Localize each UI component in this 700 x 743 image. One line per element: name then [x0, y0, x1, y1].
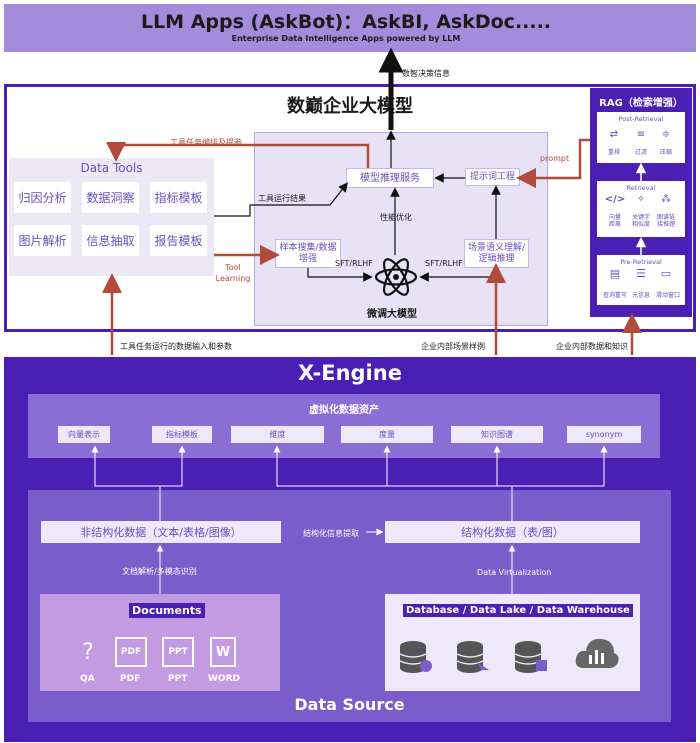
filter-icon: ≡ [636, 129, 646, 140]
tool-info-extract: 信息抽取 [82, 225, 139, 256]
sliding-window-label: 滑动窗口 [655, 292, 680, 299]
metadata-label: 元信息 [631, 292, 650, 299]
filter-label: 过滤 [634, 149, 647, 156]
tool-insight: 数据洞察 [82, 182, 139, 213]
data-virtualization-label: Data Virtualization [477, 568, 552, 577]
data-tools-title: Data Tools [80, 161, 143, 175]
code-icon: </> [604, 194, 626, 205]
shuffle-icon: ⇄ [609, 129, 619, 140]
sft-right-label: SFT/RLHF [425, 259, 463, 268]
tool-metric-template: 指标模板 [150, 182, 207, 213]
document-icon: ▤ [609, 267, 621, 280]
chip-dimension: 维度 [231, 426, 324, 443]
inference-service-box: 模型推理服务 [346, 168, 434, 188]
pre-retrieval-title: Pre-Retrieval [620, 258, 662, 266]
pre-retrieval-box [597, 255, 685, 305]
pdf-label: PDF [120, 674, 141, 684]
retrieval-title: Retrieval [626, 184, 656, 192]
ppt-file-icon: PPT [162, 637, 194, 667]
stack-icon: ☰ [636, 267, 646, 280]
perf-label: 性能优化 [380, 213, 412, 222]
tool-learning-label: Tool Learning [215, 263, 251, 283]
sft-left-label: SFT/RLHF [335, 259, 373, 268]
apps-subtitle: Enterprise Data Intelligence Apps powere… [231, 34, 461, 43]
tool-report-template: 报告模板 [150, 225, 207, 256]
apps-title: LLM Apps (AskBot)：AskBI, AskDoc..... [140, 11, 552, 33]
retrieval-box [597, 181, 685, 237]
rag-title: RAG（检索增强） [599, 98, 683, 109]
compress-label: 压缩 [659, 149, 672, 156]
finetune-label: 微调大模型 [367, 309, 417, 320]
prompt-label: prompt [540, 154, 570, 163]
data-source-title: Data Source [294, 695, 405, 714]
database-icon [398, 640, 434, 678]
decision-info-label: 数智决策信息 [402, 69, 450, 78]
data-tools-panel [9, 158, 214, 276]
post-retrieval-box [597, 112, 685, 163]
doc-parse-label: 文档解析/多模态识别 [122, 567, 197, 576]
chip-synonym: synonym [567, 426, 641, 443]
atom-icon [374, 255, 418, 299]
tool-result-label: 工具运行结果 [258, 194, 306, 203]
scenario-sample-label: 企业内部场景样例 [421, 342, 485, 351]
top-banner [4, 4, 696, 52]
unstructured-data-bar: 非结构化数据（文本/表格/图像） [41, 521, 281, 543]
word-file-icon: W [210, 637, 236, 667]
ppt-label: PPT [168, 674, 188, 684]
magic-icon: ✧ [636, 194, 646, 205]
documents-title: Documents [129, 603, 205, 618]
enterprise-knowledge-label: 企业内部数据和知识 [556, 342, 628, 351]
chip-vector: 向量表示 [58, 426, 110, 443]
tool-attribution: 归因分析 [14, 182, 71, 213]
graph-icon: ⁂ [661, 194, 671, 205]
vector-distance-label: 向量 距离 [608, 214, 621, 228]
chip-measure: 度量 [341, 426, 433, 443]
compress-icon: ≑ [661, 129, 671, 140]
query-rewrite-label: 查询重写 [602, 292, 627, 299]
chip-knowledge-graph: 知识图谱 [451, 426, 543, 443]
enterprise-llm-title: 数巅企业大模型 [287, 96, 413, 117]
tool-input-label: 工具任务运行的数据输入和参数 [120, 342, 232, 351]
structured-data-bar: 结构化数据（表/图） [385, 521, 640, 543]
scenario-reasoning-box: 场景语义理解/ 逻辑推理 [464, 239, 529, 268]
keyword-similarity-label: 关键字 相似度 [631, 214, 650, 228]
virtual-assets-title: 虚拟化数据资产 [309, 405, 379, 416]
orchestration-label: 工具任务编排及提参 [170, 138, 242, 147]
rerank-label: 重排 [607, 149, 620, 156]
post-retrieval-title: Post-Retrieval [618, 115, 664, 123]
cloud-analytics-icon [574, 634, 620, 676]
pdf-file-icon: PDF [115, 637, 147, 667]
structured-extract-label: 结构化信息提取 [303, 529, 359, 538]
qa-head-icon: ? [82, 639, 94, 665]
xengine-title: X-Engine [298, 361, 402, 385]
databases-title: Database / Data Lake / Data Warehouse [403, 604, 633, 617]
data-warehouse-icon [513, 640, 549, 678]
chip-metric-template: 指标模板 [152, 426, 212, 443]
word-label: WORD [208, 674, 240, 684]
data-lake-icon [455, 640, 491, 678]
sample-collection-box: 样本搜集/数据 增强 [275, 239, 341, 268]
window-icon: ▭ [660, 267, 672, 280]
qa-label: QA [80, 674, 95, 684]
graph-reasoning-label: 图谱链 接推理 [656, 214, 675, 228]
tool-image-parse: 图片解析 [14, 225, 71, 256]
